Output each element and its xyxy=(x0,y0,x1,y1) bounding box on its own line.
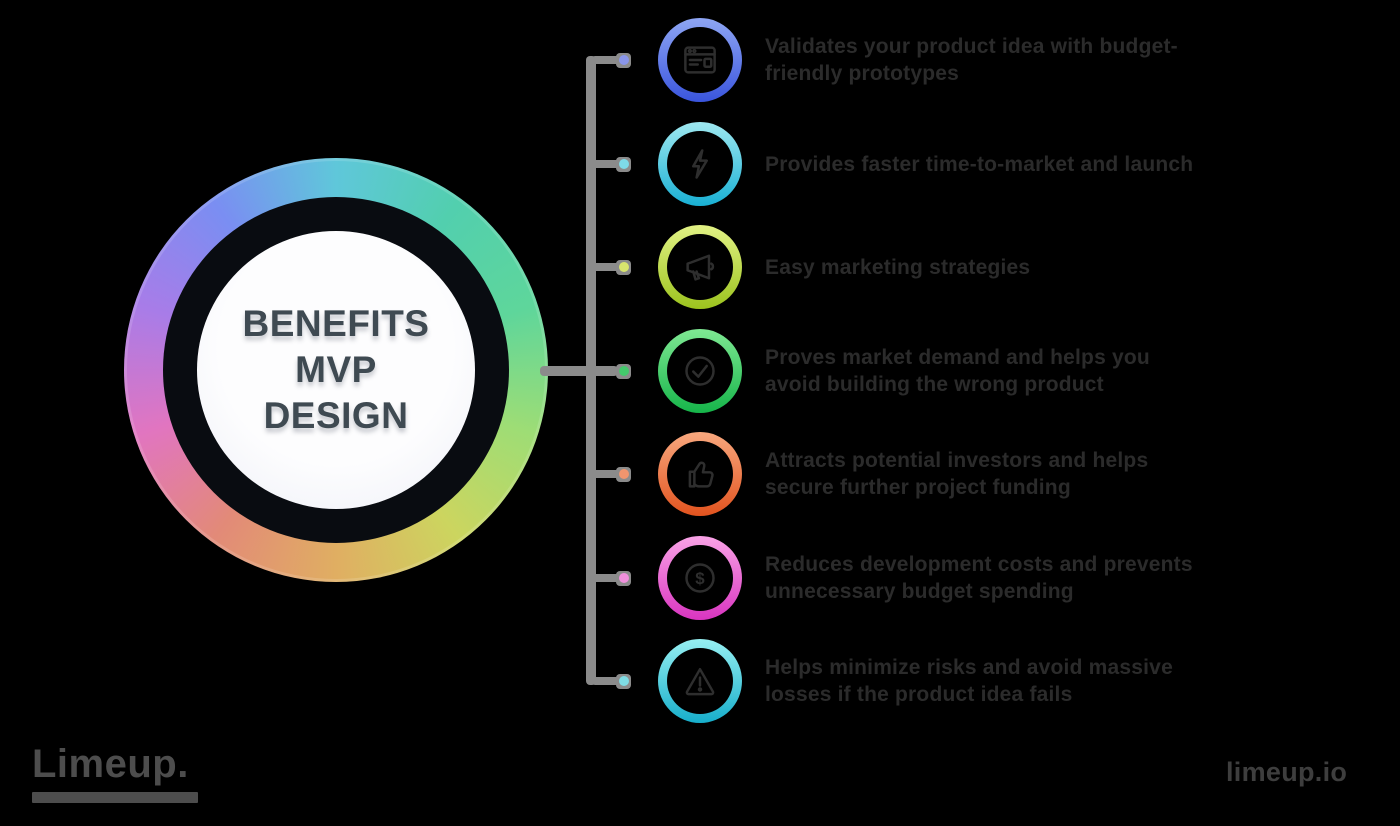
benefit-text-line1: Proves market demand and helps you xyxy=(765,346,1150,369)
website-url: limeup.io xyxy=(1226,757,1348,787)
benefit-item-3: Easy marketing strategies xyxy=(616,225,1030,309)
benefit-text: Attracts potential investors and helps s… xyxy=(765,447,1148,501)
dollar-circle-icon: $ xyxy=(667,545,733,611)
node-dot xyxy=(618,55,629,65)
svg-text:$: $ xyxy=(695,569,705,588)
wireframe-icon xyxy=(667,27,733,93)
benefit-item-7: Helps minimize risks and avoid massive l… xyxy=(616,639,1173,723)
connector-node xyxy=(616,673,631,689)
benefit-text-line1: Reduces development costs and prevents xyxy=(765,553,1193,576)
benefit-text-line1: Attracts potential investors and helps xyxy=(765,449,1149,472)
connector-stub-6 xyxy=(592,574,620,582)
benefit-text-line2: secure further project funding xyxy=(765,476,1071,499)
node-dot xyxy=(618,573,629,583)
benefit-text-line1: Helps minimize risks and avoid massive xyxy=(765,656,1173,679)
node-dot xyxy=(618,676,629,686)
connector-node xyxy=(616,156,631,172)
node-dot xyxy=(618,469,629,479)
benefit-icon-ring: $ xyxy=(658,536,742,620)
brand-logo-text: Limeup. xyxy=(32,742,189,786)
warning-triangle-icon xyxy=(667,648,733,714)
benefit-text: Helps minimize risks and avoid massive l… xyxy=(765,654,1173,708)
benefit-text: Provides faster time-to-market and launc… xyxy=(765,151,1193,178)
page-title-line2: DESIGN xyxy=(263,395,409,436)
page-title: BENEFITS MVP DESIGN xyxy=(197,301,475,439)
benefit-text: Validates your product idea with budget-… xyxy=(765,33,1178,87)
benefit-text-line1: Easy marketing strategies xyxy=(765,255,1031,279)
benefit-text-line2: unnecessary budget spending xyxy=(765,580,1074,603)
connector-stub-5 xyxy=(592,470,620,478)
benefit-icon-ring xyxy=(658,18,742,102)
benefit-item-6: $ Reduces development costs and prevents… xyxy=(616,536,1193,620)
benefit-text-line2: friendly prototypes xyxy=(765,62,959,85)
benefit-icon-ring xyxy=(658,122,742,206)
benefit-text-line1: Validates your product idea with budget- xyxy=(765,35,1178,58)
connector-spine xyxy=(586,56,596,685)
node-dot xyxy=(618,262,629,272)
node-dot xyxy=(618,159,629,169)
megaphone-icon xyxy=(667,234,733,300)
benefit-text: Proves market demand and helps you avoid… xyxy=(765,344,1150,398)
brand-logo: Limeup. xyxy=(32,742,198,803)
benefit-item-5: Attracts potential investors and helps s… xyxy=(616,432,1148,516)
connector-node xyxy=(616,363,631,379)
connector-stub-1 xyxy=(592,56,620,64)
connector-stub-7 xyxy=(592,677,620,685)
benefit-item-1: Validates your product idea with budget-… xyxy=(616,18,1178,102)
benefit-icon-ring xyxy=(658,639,742,723)
page-title-line1: BENEFITS MVP xyxy=(242,303,430,390)
connector-stub-3 xyxy=(592,263,620,271)
benefit-text-line2: avoid building the wrong product xyxy=(765,373,1104,396)
benefit-item-2: Provides faster time-to-market and launc… xyxy=(616,122,1193,206)
benefit-item-4: Proves market demand and helps you avoid… xyxy=(616,329,1150,413)
connector-node xyxy=(616,466,631,482)
benefit-icon-ring xyxy=(658,225,742,309)
node-dot xyxy=(618,366,629,376)
benefit-text: Reduces development costs and prevents u… xyxy=(765,551,1193,605)
connector-node xyxy=(616,52,631,68)
benefit-text-line1: Provides faster time-to-market and launc… xyxy=(765,152,1194,176)
brand-logo-underline xyxy=(32,792,198,803)
lightning-bolt-icon xyxy=(667,131,733,197)
connector-stub-2 xyxy=(592,160,620,168)
thumbs-up-icon xyxy=(667,441,733,507)
connector-node xyxy=(616,259,631,275)
benefit-icon-ring xyxy=(658,432,742,516)
benefit-icon-ring xyxy=(658,329,742,413)
hub-connector-line xyxy=(540,366,618,376)
benefit-text: Easy marketing strategies xyxy=(765,254,1030,281)
benefit-text-line2: losses if the product idea fails xyxy=(765,683,1073,706)
check-circle-icon xyxy=(667,338,733,404)
hub-circle: BENEFITS MVP DESIGN xyxy=(197,231,475,509)
connector-node xyxy=(616,570,631,586)
